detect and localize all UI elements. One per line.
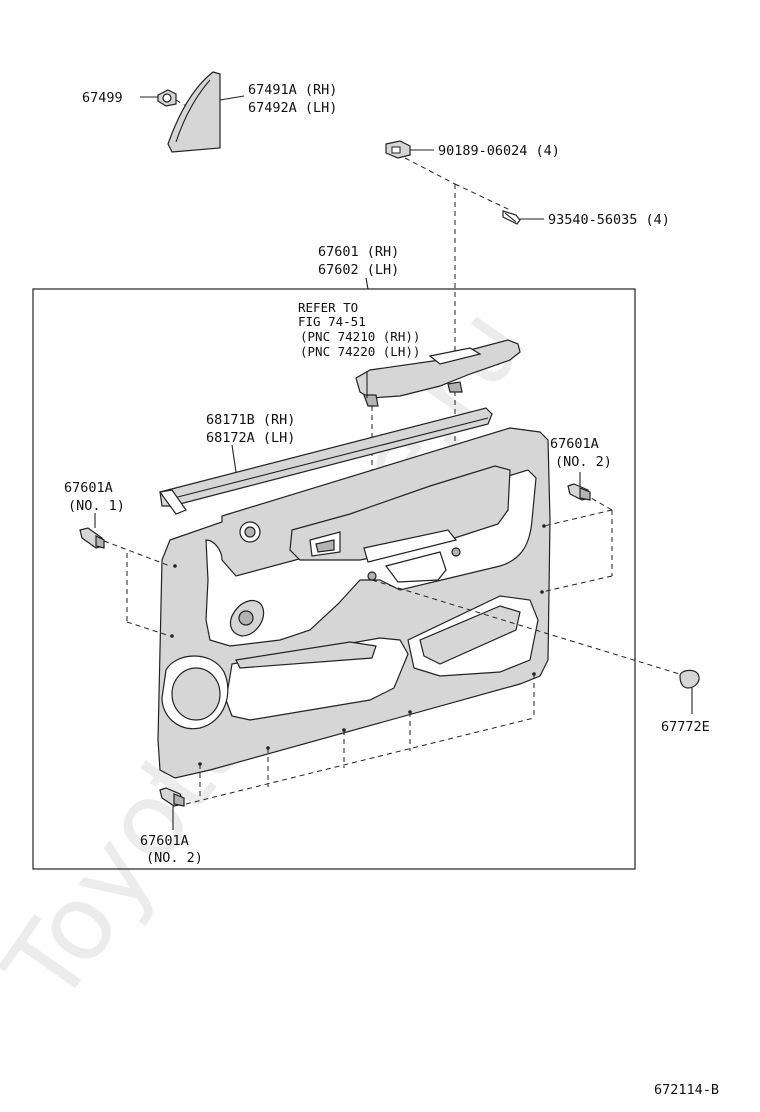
corner-cover-illustration [167, 71, 221, 153]
label-weatherstrip-rh: 68171B (RH) [206, 412, 295, 428]
label-refer-1: REFER TO [298, 300, 358, 315]
label-cover-lh: 67492A (LH) [248, 100, 337, 116]
door-trim-panel-illustration [157, 427, 551, 779]
nut-icon [385, 140, 411, 159]
label-panel-rh: 67601 (RH) [318, 244, 399, 260]
label-cover-rh: 67491A (RH) [248, 82, 337, 98]
label-nut: 90189-06024 (4) [438, 143, 560, 159]
armrest-illustration [355, 339, 521, 407]
label-clip-left-num: 67601A [64, 480, 113, 496]
label-refer-4: (PNC 74220 (LH)) [300, 344, 420, 359]
clip-icon-left [79, 527, 105, 549]
label-weatherstrip-lh: 68172A (LH) [206, 430, 295, 446]
label-clip-bottom-num: 67601A [140, 833, 189, 849]
label-cap: 67772E [661, 719, 710, 735]
label-panel-lh: 67602 (LH) [318, 262, 399, 278]
label-clip-right-num: 67601A [550, 436, 599, 452]
weatherstrip-illustration [158, 407, 493, 515]
label-clip-bottom-no: (NO. 2) [146, 850, 203, 866]
label-refer-3: (PNC 74210 (RH)) [300, 329, 420, 344]
screw-icon [502, 210, 521, 225]
clip-icon-right [567, 483, 591, 501]
label-clip-right-no: (NO. 2) [555, 454, 612, 470]
label-refer-2: FIG 74-51 [298, 314, 366, 329]
clip-icon-bottom [159, 787, 185, 807]
label-screw: 93540-56035 (4) [548, 212, 670, 228]
figure-code: 672114-B [654, 1082, 719, 1098]
clip-67499-icon [157, 89, 177, 107]
assembly-frame [32, 288, 636, 870]
label-clip-left-no: (NO. 1) [68, 498, 125, 514]
label-67499: 67499 [82, 90, 123, 106]
cap-icon [679, 669, 700, 689]
